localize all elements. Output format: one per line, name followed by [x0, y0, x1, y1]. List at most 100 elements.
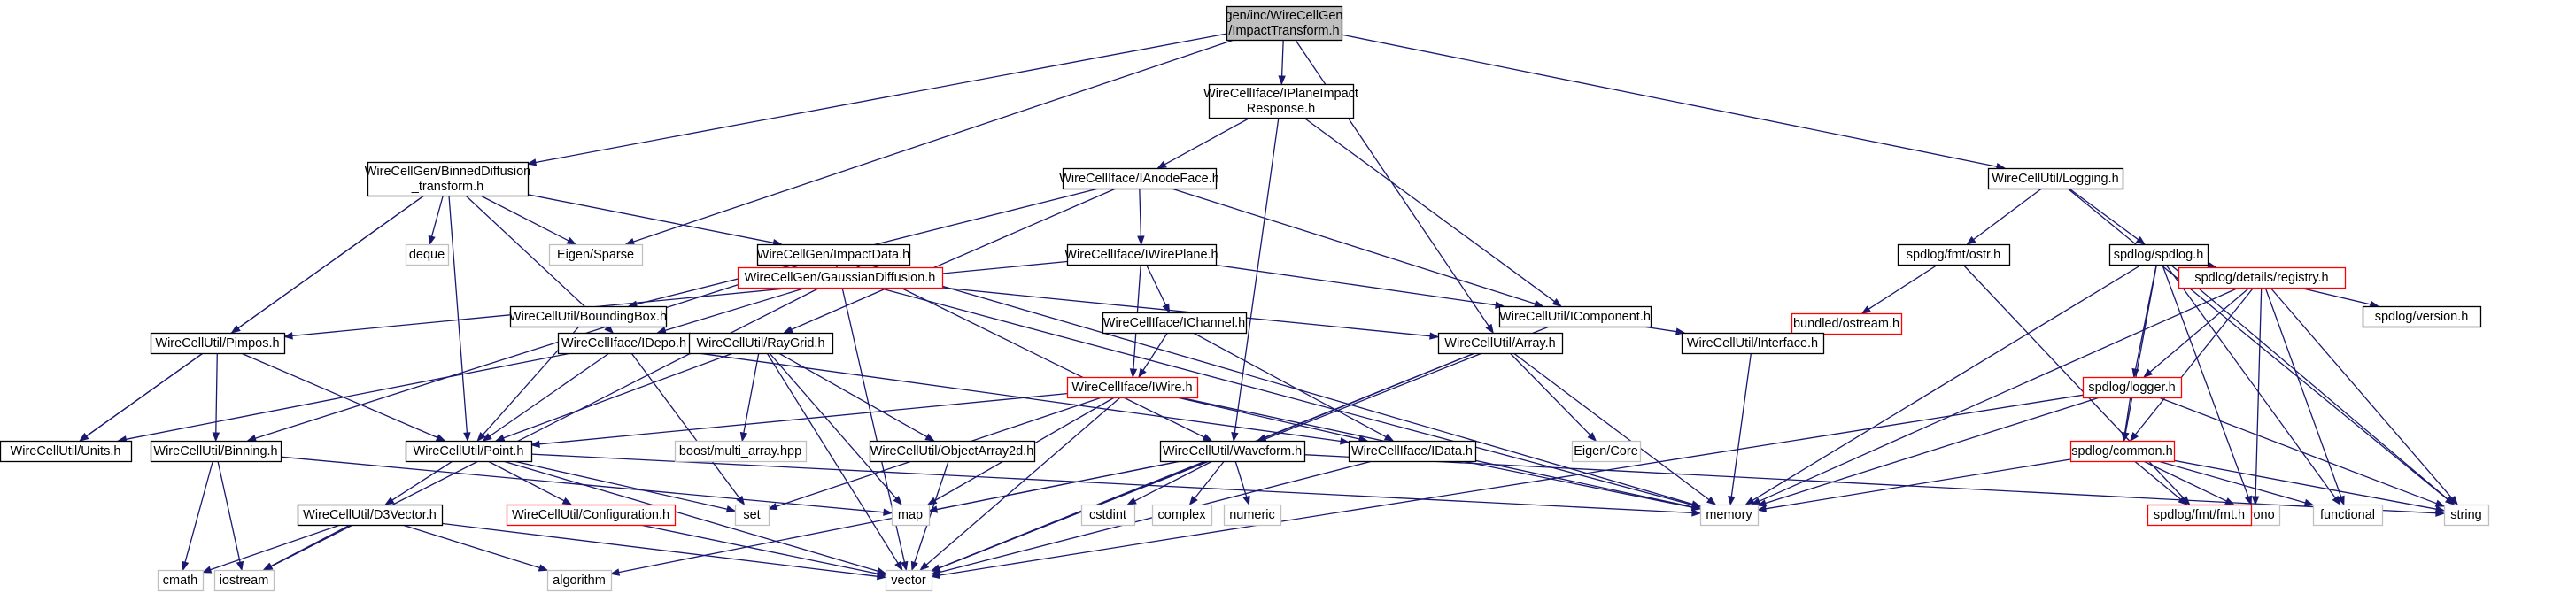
- node-box: [1102, 312, 1248, 335]
- edge-ichannel-to-iwire: [1138, 332, 1169, 379]
- edge-arrowhead: [1188, 495, 1198, 506]
- node-waveform[interactable]: WireCellUtil/Waveform.h: [1159, 440, 1306, 463]
- edge-arrowhead: [2303, 498, 2315, 506]
- node-label: Eigen/Core: [1574, 444, 1638, 458]
- edge-line: [1765, 397, 2100, 505]
- nodes-layer: gen/inc/WireCellGen/ImpactTransform.hWir…: [0, 5, 2490, 592]
- node-bundled_ostream[interactable]: bundled/ostream.h: [1791, 312, 1903, 335]
- node-label: iostream: [220, 574, 269, 588]
- node-idepo[interactable]: WireCellIface/IDepo.h: [557, 332, 692, 355]
- node-binning[interactable]: WireCellUtil/Binning.h: [150, 440, 282, 463]
- edge-line: [2067, 188, 2448, 500]
- edge-arrowhead: [561, 497, 573, 505]
- edge-ianode_face-to-iwire_plane: [1137, 188, 1145, 246]
- edge-arrowhead: [1751, 497, 1761, 505]
- edge-arrowhead: [1162, 303, 1171, 314]
- edge-impact_transform-to-iplane_impact: [1278, 39, 1286, 86]
- node-label: WireCellIface/IAnodeFace.h: [1059, 172, 1219, 186]
- node-spdlog_common[interactable]: spdlog/common.h: [2069, 440, 2176, 463]
- node-object_array2d[interactable]: WireCellUtil/ObjectArray2d.h: [869, 440, 1036, 463]
- node-impact_transform: gen/inc/WireCellGen/ImpactTransform.h: [1226, 5, 1342, 42]
- edge-point-to-configuration: [487, 460, 573, 505]
- node-label: WireCellUtil/BoundingBox.h: [509, 310, 667, 324]
- edge-d3vector-to-vector: [441, 522, 887, 581]
- edge-arrowhead: [2434, 505, 2446, 513]
- edge-arrowhead: [1728, 496, 1736, 506]
- node-configuration[interactable]: WireCellUtil/Configuration.h: [506, 504, 677, 527]
- edge-iplane_impact-to-ianode_face: [1156, 117, 1251, 169]
- edge-arrowhead: [2178, 496, 2188, 505]
- node-spdlog_version[interactable]: spdlog/version.h: [2362, 305, 2482, 328]
- node-map: map: [891, 504, 931, 527]
- node-d3vector[interactable]: WireCellUtil/D3Vector.h: [297, 504, 444, 527]
- edge-arrowhead: [1339, 437, 1350, 445]
- edge-line: [215, 352, 218, 434]
- node-box: [2147, 504, 2253, 527]
- edge-arrowhead: [2244, 495, 2252, 506]
- node-array[interactable]: WireCellUtil/Array.h: [1437, 332, 1564, 355]
- node-label: Eigen/Sparse: [557, 248, 634, 262]
- node-ichannel[interactable]: WireCellIface/IChannel.h: [1102, 312, 1248, 335]
- edge-arrowhead: [767, 503, 778, 511]
- node-impact_data[interactable]: WireCellGen/ImpactData.h: [757, 243, 911, 266]
- edge-line: [2124, 264, 2158, 434]
- node-point[interactable]: WireCellUtil/Point.h: [405, 440, 533, 463]
- edge-arrowhead: [201, 566, 213, 574]
- edge-line: [502, 460, 878, 572]
- node-label: WireCellIface/IWire.h: [1071, 381, 1192, 395]
- node-label: WireCellGen/ImpactData.h: [757, 248, 909, 262]
- edge-line: [2165, 264, 2336, 499]
- node-box: [1062, 167, 1218, 190]
- node-box: [1080, 504, 1136, 527]
- edge-ianode_face-to-raygrid: [783, 188, 1117, 334]
- edge-line: [538, 392, 1068, 445]
- node-spdlog_h[interactable]: spdlog/spdlog.h: [2108, 243, 2209, 266]
- edge-point-to-d3vector: [384, 460, 453, 505]
- node-registry[interactable]: spdlog/details/registry.h: [2178, 266, 2347, 289]
- node-icomponent[interactable]: WireCellUtil/IComponent.h: [1498, 305, 1652, 328]
- edge-arrowhead: [2251, 496, 2260, 506]
- edge-arrowhead: [1202, 434, 1213, 442]
- node-label: cmath: [163, 574, 198, 588]
- node-units[interactable]: WireCellUtil/Units.h: [0, 440, 133, 463]
- edge-line: [1303, 454, 2437, 514]
- node-raygrid[interactable]: WireCellUtil/RayGrid.h: [688, 332, 834, 355]
- node-gaussian_diffusion[interactable]: WireCellGen/GaussianDiffusion.h: [737, 266, 944, 289]
- node-label: boost/multi_array.hpp: [679, 444, 801, 458]
- node-fmt_ostr[interactable]: spdlog/fmt/ostr.h: [1897, 243, 2011, 266]
- node-fmt_fmt[interactable]: spdlog/fmt/fmt.h: [2147, 504, 2253, 527]
- edge-arrowhead: [1242, 495, 1250, 506]
- node-iwire_plane[interactable]: WireCellIface/IWirePlane.h: [1064, 243, 1218, 266]
- node-ianode_face[interactable]: WireCellIface/IAnodeFace.h: [1059, 167, 1219, 190]
- edge-arrowhead: [736, 495, 746, 506]
- node-box: [405, 243, 450, 266]
- node-logger[interactable]: spdlog/logger.h: [2082, 376, 2183, 399]
- node-pimpos[interactable]: WireCellUtil/Pimpos.h: [150, 332, 286, 355]
- node-iwire[interactable]: WireCellIface/IWire.h: [1066, 376, 1199, 399]
- node-logging[interactable]: WireCellUtil/Logging.h: [1987, 167, 2124, 190]
- node-box: [1987, 167, 2124, 190]
- edge-arrowhead: [1129, 368, 1138, 379]
- node-interface[interactable]: WireCellUtil/Interface.h: [1681, 332, 1825, 355]
- edge-raygrid-to-point: [494, 352, 734, 442]
- edge-raygrid-to-object_array2d: [778, 352, 935, 442]
- edge-line: [210, 524, 341, 571]
- edge-logger-to-vector: [930, 394, 2084, 580]
- node-bounding_box[interactable]: WireCellUtil/BoundingBox.h: [509, 305, 668, 328]
- node-label: spdlog/version.h: [2375, 310, 2469, 324]
- edge-arrowhead: [1706, 496, 1717, 505]
- edge-binned_diffusion-to-impact_data: [527, 194, 783, 247]
- edge-line: [778, 352, 928, 438]
- edge-logger-to-string: [2158, 397, 2446, 507]
- edge-line: [1192, 332, 1387, 438]
- edge-line: [854, 264, 1205, 438]
- node-idata[interactable]: WireCellIface/IData.h: [1348, 440, 1477, 463]
- edge-fmt_ostr-to-bundled_ostream: [1860, 264, 1938, 314]
- node-box: [1437, 332, 1564, 355]
- node-binned_diffusion[interactable]: WireCellGen/BinnedDiffusion_transform.h: [365, 161, 531, 197]
- node-label: map: [898, 508, 923, 522]
- node-label: spdlog/common.h: [2071, 444, 2172, 458]
- edge-line: [217, 460, 241, 563]
